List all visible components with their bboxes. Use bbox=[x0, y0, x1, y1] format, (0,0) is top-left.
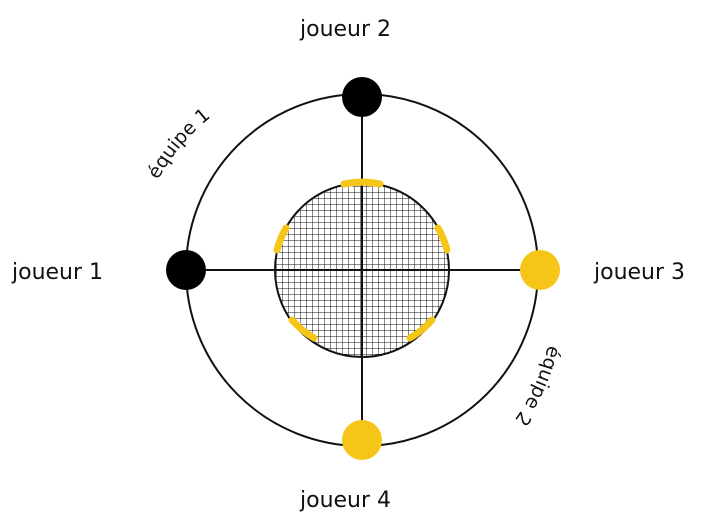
center-mark-upper-left bbox=[273, 224, 290, 254]
player-1-label: joueur 1 bbox=[11, 260, 103, 285]
player-2-marker bbox=[342, 77, 382, 117]
player-3-label: joueur 3 bbox=[593, 260, 685, 285]
player-1-marker bbox=[166, 250, 206, 290]
player-4-label: joueur 4 bbox=[299, 488, 391, 513]
center-mark-top bbox=[340, 178, 384, 188]
team-2-label: équipe 2 bbox=[510, 344, 564, 430]
center-marks bbox=[273, 178, 451, 342]
team-1-label: équipe 1 bbox=[143, 104, 214, 183]
center-mark-lower-left bbox=[288, 316, 318, 342]
player-3-marker bbox=[520, 250, 560, 290]
center-mark-upper-right bbox=[434, 224, 451, 254]
player-4-marker bbox=[342, 420, 382, 460]
center-mark-lower-right bbox=[406, 316, 436, 342]
player-2-label: joueur 2 bbox=[299, 17, 391, 42]
